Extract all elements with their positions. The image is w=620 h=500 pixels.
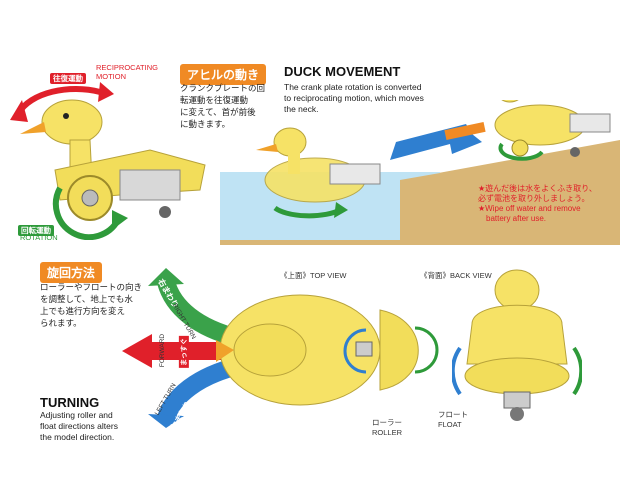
forward-arrow-head: [122, 334, 152, 368]
back-view-body: [466, 304, 568, 365]
back-view-label: 《背面》BACK VIEW: [420, 271, 492, 280]
rotation-ja: 回転運動: [18, 225, 54, 236]
rotation-arrow: [52, 186, 121, 240]
float-label: フロート FLOAT: [438, 410, 468, 429]
float: [379, 309, 419, 391]
duck-beak: [20, 122, 46, 134]
land-rotation-arrow: [498, 142, 544, 161]
top-view-label: 《上面》TOP VIEW: [280, 271, 347, 280]
turning-text-ja: ローラーやフロートの向き を調整して、地上でも水 上でも進行方向を変え られます…: [40, 283, 143, 329]
duck-mechanism-illustration: [10, 82, 206, 240]
back-view-float: [464, 357, 570, 395]
turning-title-en: TURNING: [40, 395, 100, 410]
turning-text-en: Adjusting roller and float directions al…: [40, 410, 118, 442]
top-view-head: [233, 323, 307, 377]
duck-head: [41, 99, 103, 145]
reciprocating-label: 往復運動: [50, 66, 86, 85]
turning-title-ja: 旋回方法: [40, 262, 103, 283]
motor-box: [119, 169, 181, 201]
reciprocating-ja: 往復運動: [50, 73, 86, 84]
duck-movement-title-en: DUCK MOVEMENT: [284, 64, 401, 79]
water-land-scene: [220, 100, 620, 245]
roller: [355, 341, 373, 357]
walking-duck-head: [501, 100, 519, 103]
back-view-head: [494, 269, 540, 311]
duck-movement-title-ja: アヒルの動き: [180, 64, 267, 85]
swimming-duck-head: [273, 127, 307, 157]
rotation-label: 回転運動: [18, 218, 54, 237]
forward-ja: まっすぐ: [178, 336, 189, 368]
motion-bar-orange: [444, 121, 486, 141]
back-view-duck: [452, 269, 582, 421]
top-view-beak: [216, 340, 234, 362]
water-rotation-arrow: [273, 205, 342, 219]
rotation-en: ROTATION: [20, 233, 58, 242]
reciprocating-arrow-head: [98, 82, 114, 102]
roller-wheel: [159, 206, 171, 218]
duck-eye: [63, 113, 69, 119]
reciprocating-en: RECIPROCATING MOTION: [96, 63, 158, 81]
duck-movement-text-en: The crank plate rotation is converted to…: [284, 82, 424, 114]
rotation-arrow-head: [112, 210, 128, 230]
top-view-duck: [216, 294, 439, 406]
roller-label: ローラー ROLLER: [372, 418, 403, 437]
forward-en: FORWARD: [159, 333, 167, 368]
duck-movement-text-ja: クランクプレートの回 転運動を往復運動 に変えて、首が前後 に動きます。: [180, 84, 266, 130]
warning-box: ★遊んだ後は水をよくふき取り、 必ず電池を取り外しましょう。 ★Wipe off…: [478, 184, 597, 223]
